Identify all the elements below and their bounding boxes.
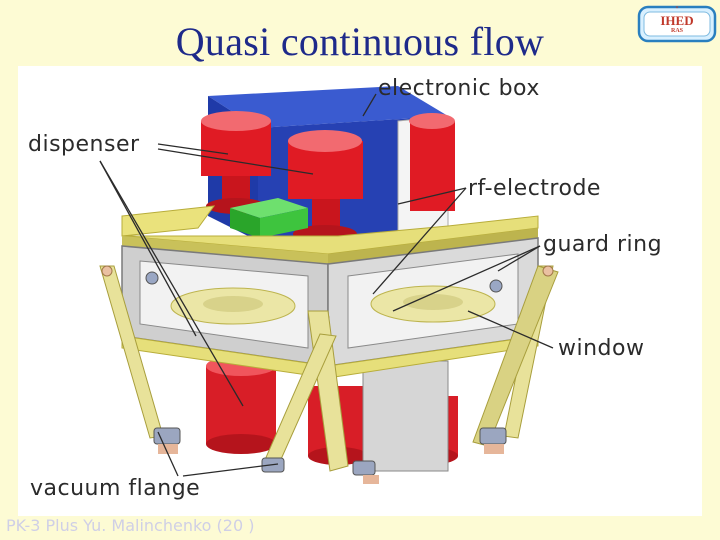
upper-dispensers <box>201 111 455 243</box>
apparatus-figure: electronic box dispenser rf-electrode gu… <box>18 66 702 516</box>
svg-text:*: * <box>676 6 679 12</box>
green-block <box>230 198 308 238</box>
label-vacuum-flange: vacuum flange <box>30 476 201 501</box>
label-dispenser: dispenser <box>28 132 140 157</box>
label-guard-ring: guard ring <box>543 232 663 257</box>
slide-footer: PK-3 Plus Yu. Malinchenko (20 ) <box>6 516 255 535</box>
flange-bolts <box>153 427 507 484</box>
top-frame <box>121 205 539 264</box>
lower-housing <box>362 360 449 472</box>
logo-subtext: RAS <box>670 28 683 34</box>
ihed-logo: * IHED RAS <box>636 3 718 45</box>
label-rf-electrode: rf-electrode <box>468 176 601 201</box>
logo-text: IHED <box>660 13 694 28</box>
support-legs <box>99 265 559 472</box>
leader-lines <box>99 93 554 477</box>
label-window: window <box>558 336 645 361</box>
apparatus-illustration <box>99 86 559 484</box>
slide-title: Quasi continuous flow <box>175 19 545 64</box>
label-electronic-box: electronic box <box>378 76 540 101</box>
logo-badge-icon: * <box>637 5 717 43</box>
